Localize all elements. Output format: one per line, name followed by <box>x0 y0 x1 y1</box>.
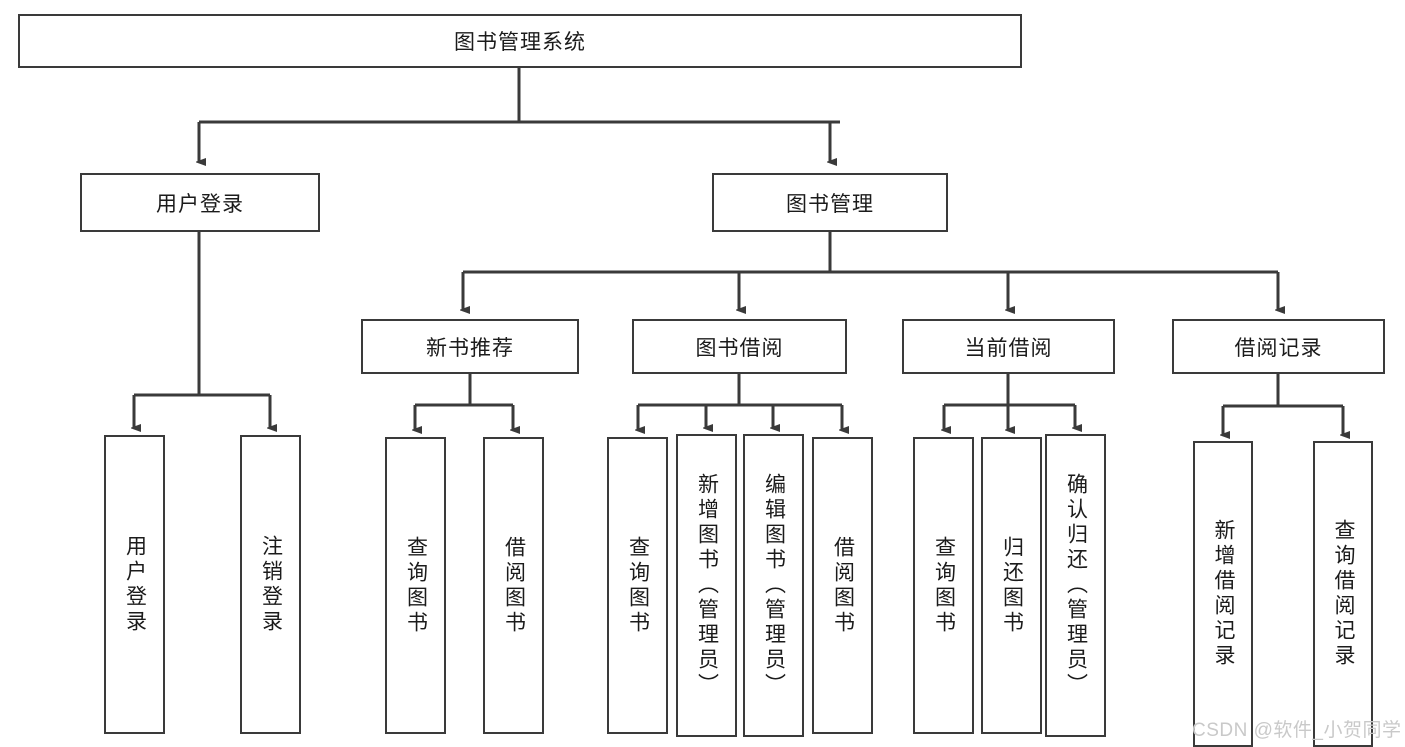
node-root-label: 图书管理系统 <box>454 31 586 54</box>
leaf-query-book-3-label: 查询图书 <box>932 535 956 636</box>
leaf-edit-book-label: 编辑图书（管理员） <box>762 473 786 698</box>
leaf-query-record-label: 查询借阅记录 <box>1332 519 1356 669</box>
leaf-query-book-2[interactable]: 查询图书 <box>607 437 668 734</box>
node-root[interactable]: 图书管理系统 <box>18 14 1022 68</box>
leaf-confirm-return-label: 确认归还（管理员） <box>1064 473 1088 698</box>
node-book-management-label: 图书管理 <box>786 192 874 216</box>
csdn-watermark: CSDN @软件_小贺同学 <box>1192 720 1402 741</box>
node-current-borrow[interactable]: 当前借阅 <box>902 319 1115 374</box>
node-book-borrow[interactable]: 图书借阅 <box>632 319 847 374</box>
node-current-borrow-label: 当前借阅 <box>964 336 1053 360</box>
leaf-borrow-book-2[interactable]: 借阅图书 <box>812 437 873 734</box>
node-user-login[interactable]: 用户登录 <box>80 173 320 232</box>
node-book-borrow-label: 图书借阅 <box>695 336 784 360</box>
leaf-add-book[interactable]: 新增图书（管理员） <box>676 434 737 737</box>
leaf-user-login-label: 用户登录 <box>123 534 147 635</box>
node-borrow-record[interactable]: 借阅记录 <box>1172 319 1385 374</box>
leaf-return-book-label: 归还图书 <box>1000 535 1024 636</box>
leaf-edit-book[interactable]: 编辑图书（管理员） <box>743 434 804 737</box>
leaf-query-book-1[interactable]: 查询图书 <box>385 437 446 734</box>
leaf-add-record[interactable]: 新增借阅记录 <box>1193 441 1253 747</box>
leaf-borrow-book-1[interactable]: 借阅图书 <box>483 437 544 734</box>
leaf-confirm-return[interactable]: 确认归还（管理员） <box>1045 434 1106 737</box>
leaf-borrow-book-1-label: 借阅图书 <box>502 535 526 636</box>
leaf-add-record-label: 新增借阅记录 <box>1212 519 1236 669</box>
leaf-user-login[interactable]: 用户登录 <box>104 435 165 734</box>
leaf-user-logout[interactable]: 注销登录 <box>240 435 301 734</box>
node-new-book-recommend[interactable]: 新书推荐 <box>361 319 579 374</box>
leaf-query-book-1-label: 查询图书 <box>404 535 428 636</box>
node-book-management[interactable]: 图书管理 <box>712 173 948 232</box>
node-user-login-label: 用户登录 <box>156 192 244 216</box>
leaf-user-logout-label: 注销登录 <box>259 534 283 635</box>
leaf-query-book-2-label: 查询图书 <box>626 535 650 636</box>
node-new-book-recommend-label: 新书推荐 <box>426 336 514 360</box>
leaf-query-book-3[interactable]: 查询图书 <box>913 437 974 734</box>
leaf-query-record[interactable]: 查询借阅记录 <box>1313 441 1373 747</box>
leaf-return-book[interactable]: 归还图书 <box>981 437 1042 734</box>
leaf-borrow-book-2-label: 借阅图书 <box>831 535 855 636</box>
node-borrow-record-label: 借阅记录 <box>1234 336 1323 360</box>
leaf-add-book-label: 新增图书（管理员） <box>695 473 719 698</box>
